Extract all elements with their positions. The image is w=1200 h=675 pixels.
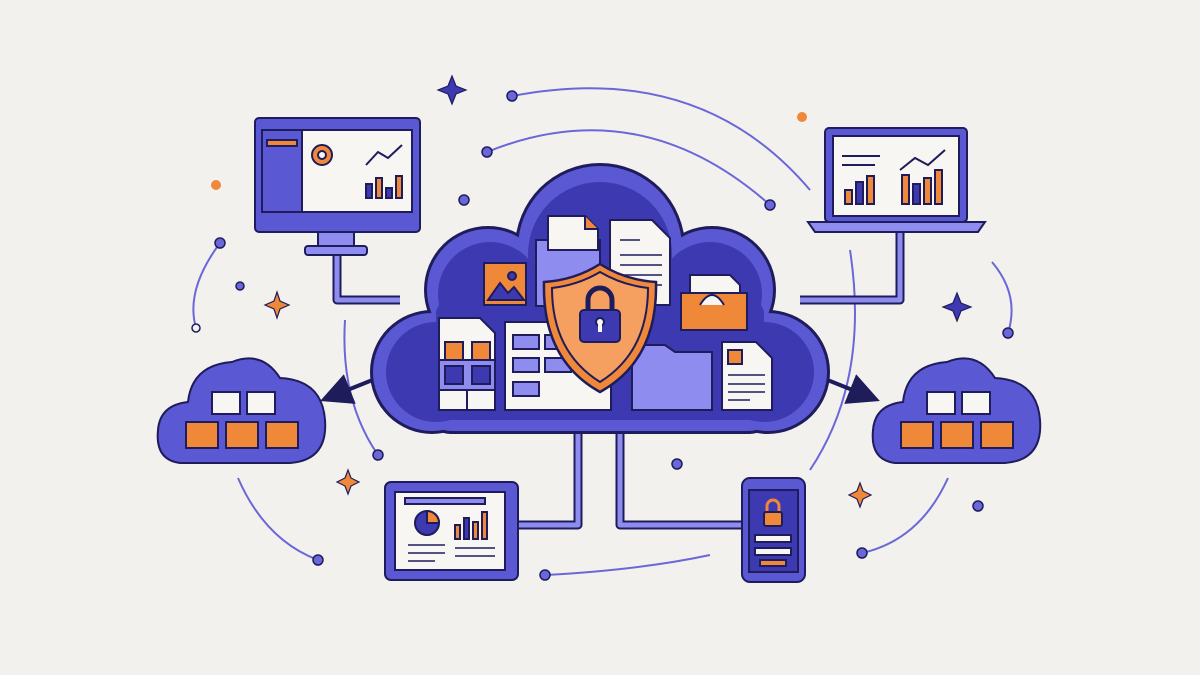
desktop-monitor-icon: [254, 117, 421, 256]
folder-icon: [631, 344, 713, 411]
image-icon: [483, 262, 527, 306]
sparkle-icon: [263, 74, 973, 509]
cloud-files: [438, 215, 773, 411]
orbit-dots: [191, 90, 1014, 581]
small-cloud-folders-icon: [156, 357, 1042, 464]
laptop-icon: [806, 127, 987, 233]
folder-icon: [680, 274, 748, 331]
document-icon: [721, 341, 773, 411]
smartphone-lock-icon: [741, 477, 806, 583]
spreadsheet-icon: [438, 317, 496, 411]
orange-dots: [211, 112, 807, 190]
shield-lock-icon: [542, 262, 658, 394]
tablet-icon: [384, 481, 519, 581]
